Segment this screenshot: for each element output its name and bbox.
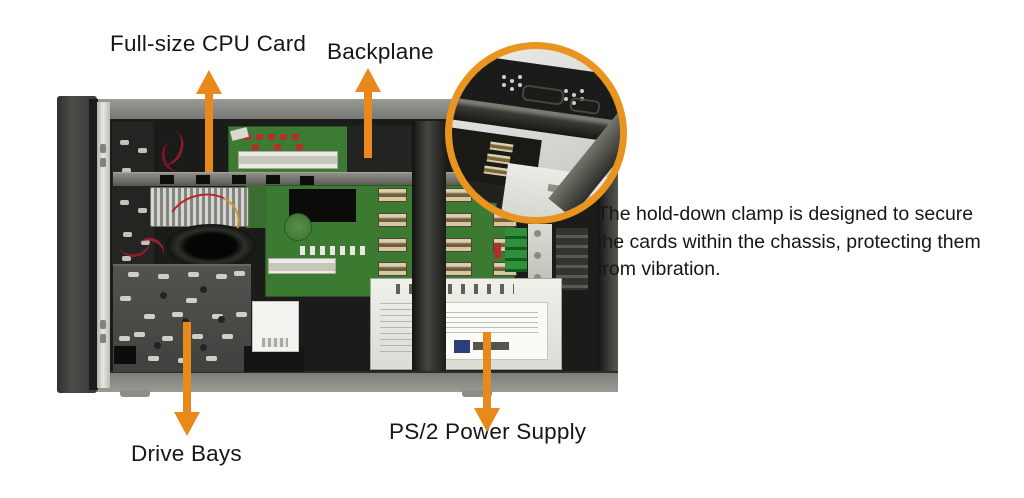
psu-print-marks bbox=[396, 284, 514, 294]
pci-slot bbox=[268, 258, 336, 274]
speaker-box-white bbox=[252, 301, 299, 352]
expansion-card-dark bbox=[347, 126, 423, 173]
terminal-block-green bbox=[505, 228, 527, 272]
hold-down-clamp-bar bbox=[412, 121, 446, 371]
psu-brand-text-bar bbox=[473, 342, 509, 350]
cpu-fan bbox=[166, 224, 256, 268]
front-panel-screws bbox=[100, 144, 106, 153]
arrow-down-icon bbox=[174, 412, 200, 436]
mounting-tab bbox=[120, 390, 150, 397]
drive-bay-cage bbox=[113, 264, 251, 372]
backplane-battery bbox=[284, 213, 312, 241]
cpu-pcb-fragment bbox=[246, 186, 266, 228]
mounting-tab bbox=[462, 390, 492, 397]
arrow-shaft bbox=[205, 92, 213, 172]
isa-slot bbox=[378, 213, 407, 227]
callout-description-line: the cards within the chassis, protecting… bbox=[597, 230, 981, 253]
drive-bay-slots bbox=[128, 272, 139, 277]
speaker-box-connector bbox=[262, 338, 288, 347]
cpu-card-edge bbox=[113, 172, 471, 186]
drive-bays-label: Drive Bays bbox=[131, 441, 242, 466]
isa-slot bbox=[443, 238, 472, 252]
drive-bay-notch bbox=[114, 346, 136, 364]
isa-slot bbox=[443, 262, 472, 276]
isa-slot bbox=[378, 188, 407, 202]
backplane-connector-row bbox=[300, 246, 370, 255]
cpu-card-label: Full-size CPU Card bbox=[110, 31, 307, 56]
arrow-up-icon bbox=[355, 68, 381, 92]
card-guide-left bbox=[112, 122, 154, 267]
drive-bay-holes bbox=[160, 292, 167, 299]
arrow-shaft bbox=[483, 332, 491, 410]
backplane-red-component bbox=[494, 243, 501, 258]
isa-slot bbox=[378, 262, 407, 276]
chassis-bottom-rail bbox=[96, 371, 618, 392]
arrow-down-icon bbox=[474, 408, 500, 432]
arrow-shaft bbox=[183, 322, 191, 414]
psu-brand-logo bbox=[454, 340, 470, 353]
bracket-screws bbox=[534, 230, 541, 237]
cpu-card-edge-connectors bbox=[160, 175, 174, 184]
isa-slot bbox=[378, 238, 407, 252]
pci-slot bbox=[238, 151, 338, 169]
cpu-heatsink bbox=[150, 187, 249, 227]
arrow-up-icon bbox=[196, 70, 222, 94]
arrow-shaft bbox=[364, 90, 372, 158]
callout-description: The hold-down clamp is designed to secur… bbox=[597, 201, 1017, 284]
bracket-vent-dots bbox=[564, 89, 568, 93]
psu-sticker-lines bbox=[440, 308, 538, 334]
callout-circle bbox=[445, 42, 627, 224]
callout-description-line: The hold-down clamp is designed to secur… bbox=[597, 203, 974, 225]
front-panel-rail-strip bbox=[97, 102, 110, 388]
card-guide-holes bbox=[120, 140, 129, 145]
callout-description-line: from vibration. bbox=[597, 258, 721, 280]
backplane-label: Backplane bbox=[327, 39, 434, 64]
front-panel-gap bbox=[89, 99, 98, 390]
bracket-vent-dots bbox=[502, 75, 506, 79]
